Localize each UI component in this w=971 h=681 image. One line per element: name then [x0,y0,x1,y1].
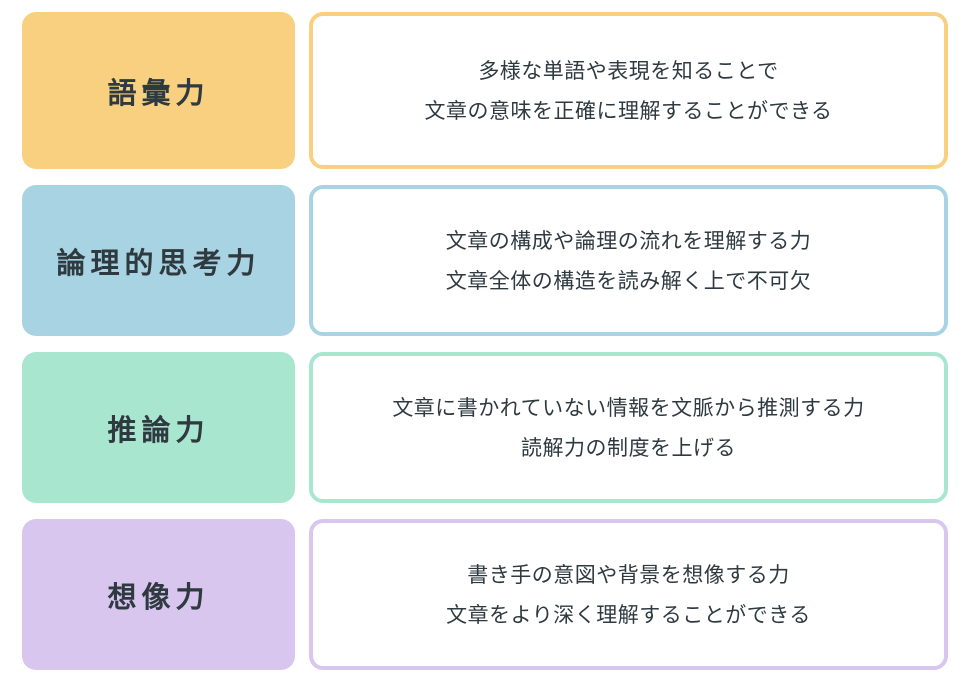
label-box-inference: 推論力 [22,352,295,503]
desc-box-imagination: 書き手の意図や背景を想像する力 文章をより深く理解することができる [309,519,948,670]
row-logical-thinking: 論理的思考力 文章の構成や論理の流れを理解する力 文章全体の構造を読み解く上で不… [22,185,948,336]
label-logical-thinking: 論理的思考力 [56,245,261,280]
label-box-vocabulary: 語彙力 [22,12,295,169]
desc-line-1: 多様な単語や表現を知ることで [478,58,779,83]
desc-box-vocabulary: 多様な単語や表現を知ることで 文章の意味を正確に理解することができる [309,12,948,169]
desc-line-2: 文章全体の構造を読み解く上で不可欠 [445,268,812,293]
desc-box-logical-thinking: 文章の構成や論理の流れを理解する力 文章全体の構造を読み解く上で不可欠 [309,185,948,336]
label-imagination: 想像力 [107,579,210,614]
label-box-logical-thinking: 論理的思考力 [22,185,295,336]
desc-line-2: 読解力の制度を上げる [521,435,736,460]
label-vocabulary: 語彙力 [107,75,210,110]
desc-line-1: 書き手の意図や背景を想像する力 [467,562,790,587]
label-box-imagination: 想像力 [22,519,295,670]
desc-line-2: 文章をより深く理解することができる [446,602,811,627]
desc-line-2: 文章の意味を正確に理解することができる [424,98,833,123]
row-inference: 推論力 文章に書かれていない情報を文脈から推測する力 読解力の制度を上げる [22,352,948,503]
row-imagination: 想像力 書き手の意図や背景を想像する力 文章をより深く理解することができる [22,519,948,670]
label-inference: 推論力 [107,412,210,447]
desc-box-inference: 文章に書かれていない情報を文脈から推測する力 読解力の制度を上げる [309,352,948,503]
desc-line-1: 文章に書かれていない情報を文脈から推測する力 [392,395,865,420]
row-vocabulary: 語彙力 多様な単語や表現を知ることで 文章の意味を正確に理解することができる [22,12,948,169]
desc-line-1: 文章の構成や論理の流れを理解する力 [445,228,812,253]
